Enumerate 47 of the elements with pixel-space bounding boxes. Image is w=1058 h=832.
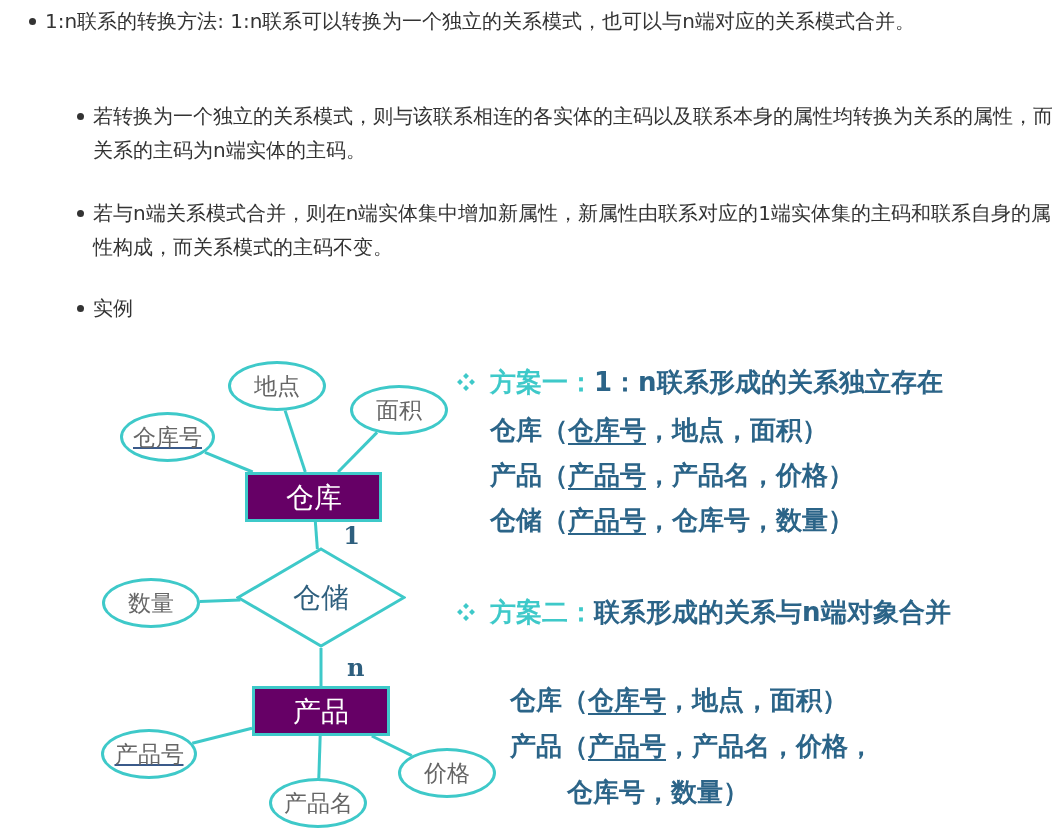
relation-text: 仓库（ [510, 684, 588, 717]
relation-text: 产品（ [490, 459, 568, 492]
connector-line [204, 451, 254, 474]
connector-line [317, 735, 322, 779]
scheme-heading: 方案一： [490, 366, 594, 399]
entity-box [252, 686, 390, 736]
relation-text: 仓储（ [490, 504, 568, 537]
connector-line [199, 598, 241, 603]
attribute-ellipse [120, 412, 215, 462]
attribute-label: 数量 [128, 588, 174, 618]
attribute-label: 地点 [254, 371, 300, 401]
attribute-label: 价格 [424, 758, 470, 788]
relation-text: 产品号 [568, 459, 646, 492]
relationship-diamond [236, 547, 406, 648]
relation-text: 产品号 [588, 730, 666, 763]
attribute-ellipse [101, 729, 197, 779]
entity-box [245, 472, 382, 522]
relation-text: 仓库号 [588, 684, 666, 717]
connector-line [313, 521, 319, 550]
relation-text: ，产品名，价格， [666, 730, 874, 763]
relation-text: ，产品名，价格） [646, 459, 854, 492]
connector-line [283, 410, 307, 473]
relation-text: 联系形成的关系与n端对象合并 [594, 596, 951, 629]
relation-text: 产品号 [568, 504, 646, 537]
attribute-label: 产品名 [283, 788, 353, 818]
attribute-label: 仓库号 [133, 422, 202, 452]
entity-label: 产品 [293, 693, 349, 729]
relation-text: 仓库号 [568, 414, 646, 447]
relation-text: 仓库（ [490, 414, 568, 447]
connector-line [371, 734, 413, 757]
bullet-text: 若转换为一个独立的关系模式，则与该联系相连的各实体的主码以及联系本身的属性均转换为关系的属性，而关系的主码为n端实体的主码。 [93, 103, 1053, 164]
relation-text: 1：n联系形成的关系独立存在 [594, 366, 943, 399]
entity-label: 仓库 [285, 479, 342, 515]
bullet-text: 若与n端关系模式合并，则在n端实体集中增加新属性，新属性由联系对应的1端实体集的主码和联系自身的属性构成，而关系模式的主码不变。 [93, 200, 1053, 261]
relation-text: ，仓库号，数量） [646, 504, 854, 537]
relation-text: ，地点，面积） [666, 684, 848, 717]
attribute-label: 产品号 [114, 739, 184, 769]
bullet-text: 实例 [93, 295, 134, 322]
relation-text: 仓库号，数量） [567, 776, 749, 809]
scheme-heading: 方案二： [490, 596, 594, 629]
bullet-text: 1:n联系的转换方法: 1:n联系可以转换为一个独立的关系模式，也可以与n端对应的关系模式合并。 [45, 8, 917, 35]
relation-text: 产品（ [510, 730, 588, 763]
attribute-ellipse [398, 748, 496, 798]
attribute-label: 面积 [376, 395, 422, 425]
connector-line [319, 648, 323, 686]
relationship-label: 仓储 [293, 580, 349, 615]
relation-text: ，地点，面积） [646, 414, 828, 447]
